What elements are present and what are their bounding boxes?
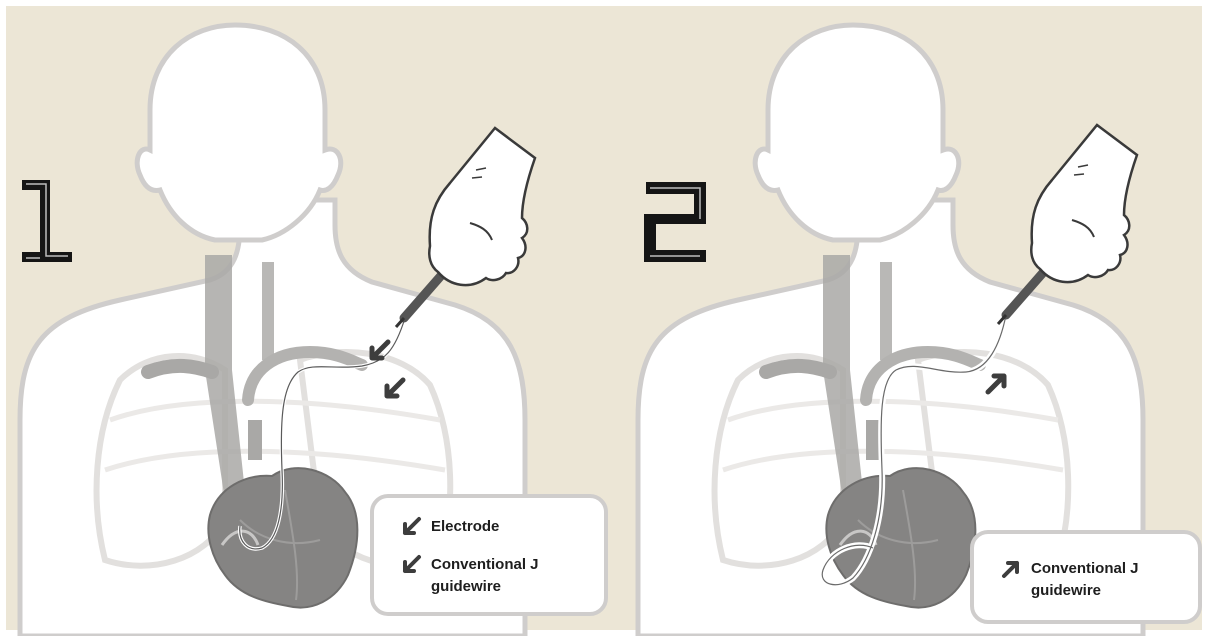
legend-item-electrode: Electrode <box>400 516 499 538</box>
legend-panel-2: Conventional J guidewire <box>970 530 1202 624</box>
legend-label: Conventional J guidewire <box>431 554 539 598</box>
legend-label: Electrode <box>431 516 499 538</box>
legend-item-guidewire: Conventional J guidewire <box>1000 558 1139 602</box>
legend-item-guidewire: Conventional J guidewire <box>400 554 539 598</box>
arrow-down-left-icon <box>400 516 422 538</box>
step-digit-2 <box>644 182 706 262</box>
arrow-down-left-icon <box>400 554 422 576</box>
arrow-up-right-icon <box>1000 558 1022 580</box>
legend-label: Conventional J guidewire <box>1031 558 1139 602</box>
legend-panel-1: Electrode Conventional J guidewire <box>370 494 608 616</box>
